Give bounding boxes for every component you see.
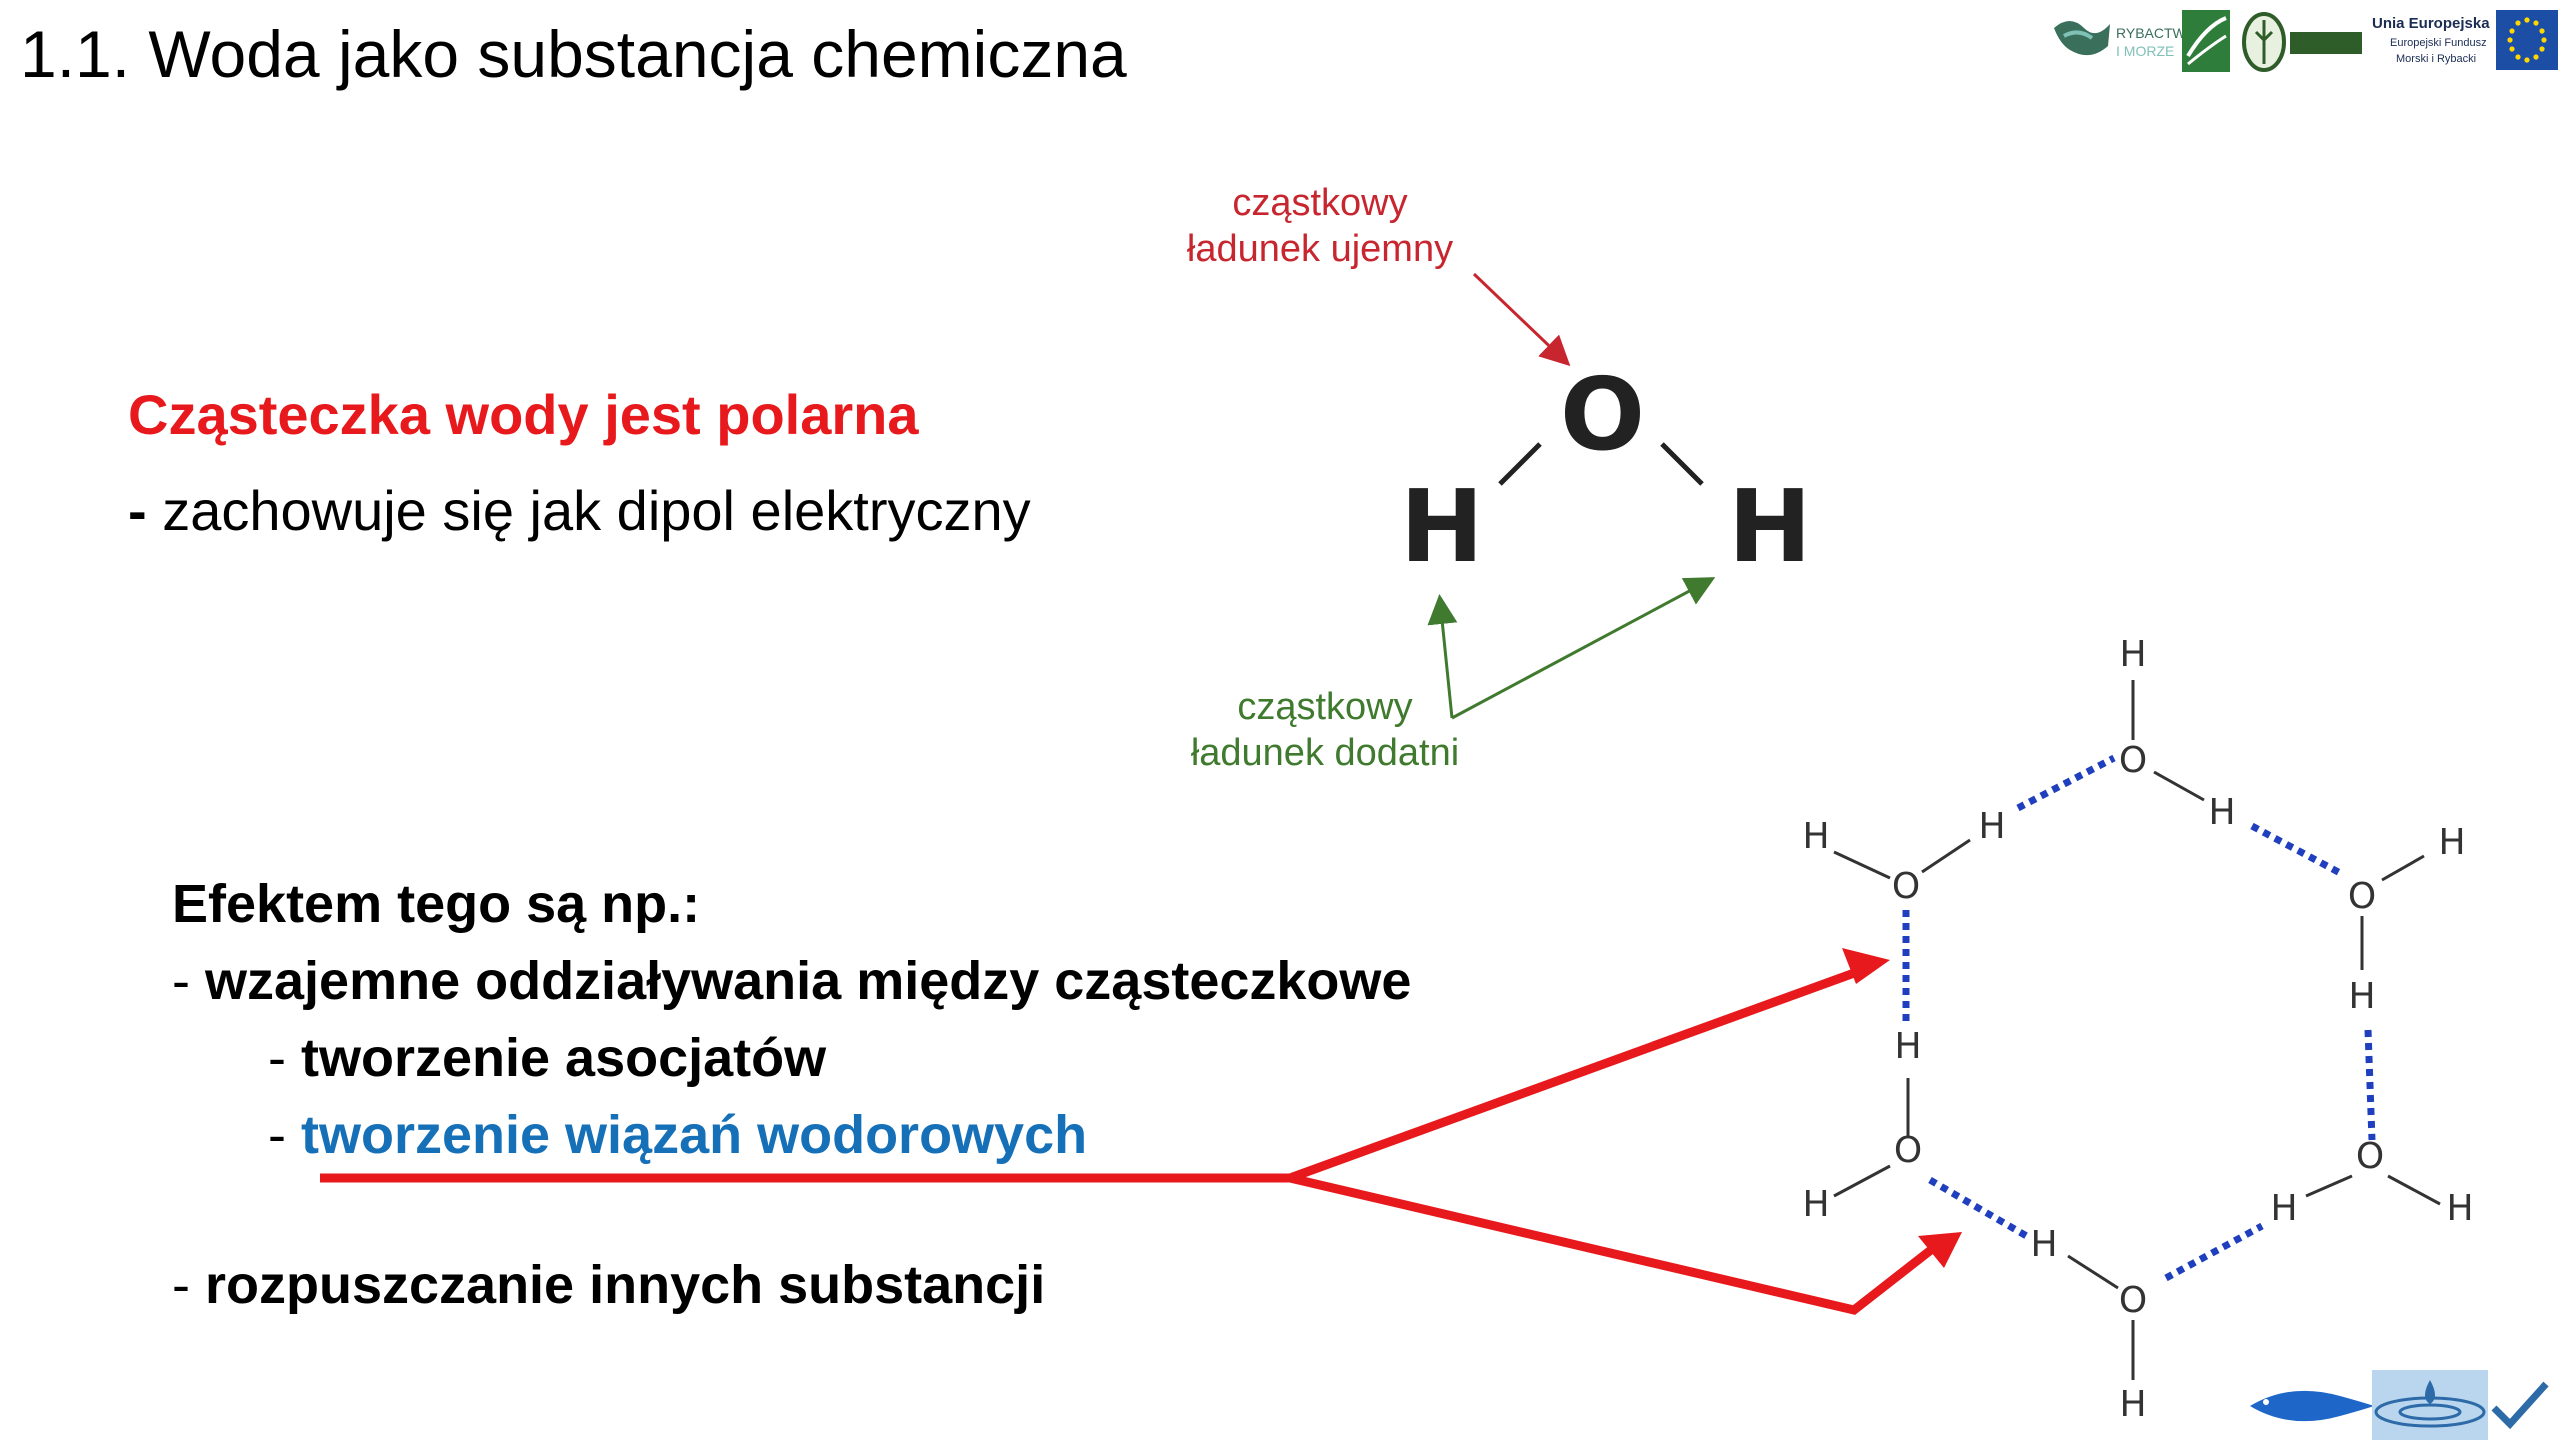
water-hexamer: H O H H O H H O H H O H O H H H O H — [1802, 634, 2473, 1425]
hexamer-hydrogen: H — [2438, 822, 2465, 863]
effect-item-interactions: - wzajemne oddziaływania między cząstecz… — [172, 950, 1411, 1012]
eu-text-3: Morski i Rybacki — [2396, 53, 2476, 65]
effect-dash: - — [268, 1028, 301, 1088]
polar-heading: Cząsteczka wody jest polarna — [128, 383, 919, 446]
eu-text-1: Unia Europejska — [2372, 15, 2490, 32]
dipole-dash: - — [128, 479, 147, 542]
hexamer-oxygen: O — [1894, 1130, 1922, 1171]
dipole-text: zachowuje się jak dipol elektryczny — [146, 479, 1031, 542]
positive-charge-arrow-left — [1427, 594, 1458, 719]
covalent-bond — [2381, 854, 2425, 882]
hydrogen-bond — [2016, 754, 2116, 812]
bond-right — [1660, 442, 1704, 486]
hexamer-oxygen: O — [2348, 876, 2376, 917]
effect-dash: - — [172, 951, 205, 1011]
covalent-bond — [1921, 838, 1971, 874]
effect-item-hydrogen-bonds: - tworzenie wiązań wodorowych — [268, 1104, 1087, 1166]
rybactwo-logo: RYBACTWO I MORZE — [2054, 21, 2197, 59]
covalent-bond — [1833, 850, 1891, 880]
effect-text: rozpuszczanie innych substancji — [205, 1255, 1046, 1315]
effect-dash: - — [268, 1105, 301, 1165]
slide-title: 1.1. Woda jako substancja chemiczna — [20, 17, 1127, 91]
positive-charge-arrow-right — [1451, 577, 1716, 720]
bond-left — [1498, 442, 1542, 486]
hydrogen-atom-left: H — [1400, 468, 1484, 585]
checkmark-icon — [2491, 1381, 2549, 1430]
sponsor-logos: RYBACTWO I MORZE Unia Europejska Europej… — [2054, 10, 2558, 72]
hexamer-hydrogen: H — [2119, 634, 2146, 675]
hydrogen-bond-pointer — [320, 948, 1962, 1315]
dipole-description: - zachowuje się jak dipol elektryczny — [128, 478, 1031, 543]
hexamer-hydrogen: H — [2446, 1188, 2473, 1229]
positive-charge-label: cząstkowy ładunek dodatni — [1190, 686, 1460, 774]
rybactwo-text-2: I MORZE — [2116, 43, 2174, 59]
covalent-bond — [2067, 1254, 2119, 1290]
hexamer-hydrogen: H — [1802, 1184, 1829, 1225]
hexamer-hydrogen: H — [2119, 1384, 2146, 1425]
effect-text: tworzenie asocjatów — [301, 1028, 827, 1088]
hydrogen-bond — [1928, 1176, 2032, 1242]
effect-item-dissolving: - rozpuszczanie innych substancji — [172, 1254, 1045, 1316]
hexamer-oxygen: O — [1892, 866, 1920, 907]
hydrogen-bond — [2250, 822, 2344, 878]
covalent-bond — [1833, 1164, 1891, 1198]
hexamer-oxygen: O — [2119, 1280, 2147, 1321]
hydrogen-bond — [2164, 1222, 2264, 1282]
hexamer-hydrogen: H — [2208, 792, 2235, 833]
effect-text: wzajemne oddziaływania między cząsteczko… — [205, 951, 1412, 1011]
negative-charge-arrow — [1472, 272, 1571, 367]
oxygen-atom: O — [1560, 356, 1646, 473]
hexamer-hydrogen: H — [2030, 1224, 2057, 1265]
negative-charge-label: cząstkowy ładunek ujemny — [1186, 182, 1454, 270]
hexamer-hydrogen: H — [1978, 806, 2005, 847]
effects-heading: Efektem tego są np.: — [172, 874, 701, 934]
hexamer-hydrogen: H — [1894, 1026, 1921, 1067]
effect-item-associates: - tworzenie asocjatów — [268, 1027, 826, 1089]
covalent-bond — [2153, 770, 2205, 802]
hexamer-hydrogen: H — [1802, 816, 1829, 857]
covalent-bond — [2305, 1174, 2353, 1198]
eu-text-2: Europejski Fundusz — [2390, 37, 2487, 49]
rybactwo-text-1: RYBACTWO — [2116, 25, 2197, 41]
water-drop-icon — [2372, 1370, 2488, 1440]
hexamer-hydrogen: H — [2348, 976, 2375, 1017]
eu-logo: Unia Europejska Europejski Fundusz Morsk… — [2372, 10, 2558, 70]
wheat-logo — [2182, 10, 2230, 72]
hexamer-hydrogen: H — [2270, 1188, 2297, 1229]
ministry-logo — [2242, 12, 2362, 72]
covalent-bond — [2387, 1174, 2441, 1206]
effect-text-highlight: tworzenie wiązań wodorowych — [301, 1105, 1088, 1165]
hexamer-oxygen: O — [2356, 1136, 2384, 1177]
hydrogen-bond — [2364, 1029, 2376, 1141]
hydrogen-atom-right: H — [1728, 468, 1812, 585]
effect-dash: - — [172, 1255, 205, 1315]
hexamer-oxygen: O — [2119, 740, 2147, 781]
